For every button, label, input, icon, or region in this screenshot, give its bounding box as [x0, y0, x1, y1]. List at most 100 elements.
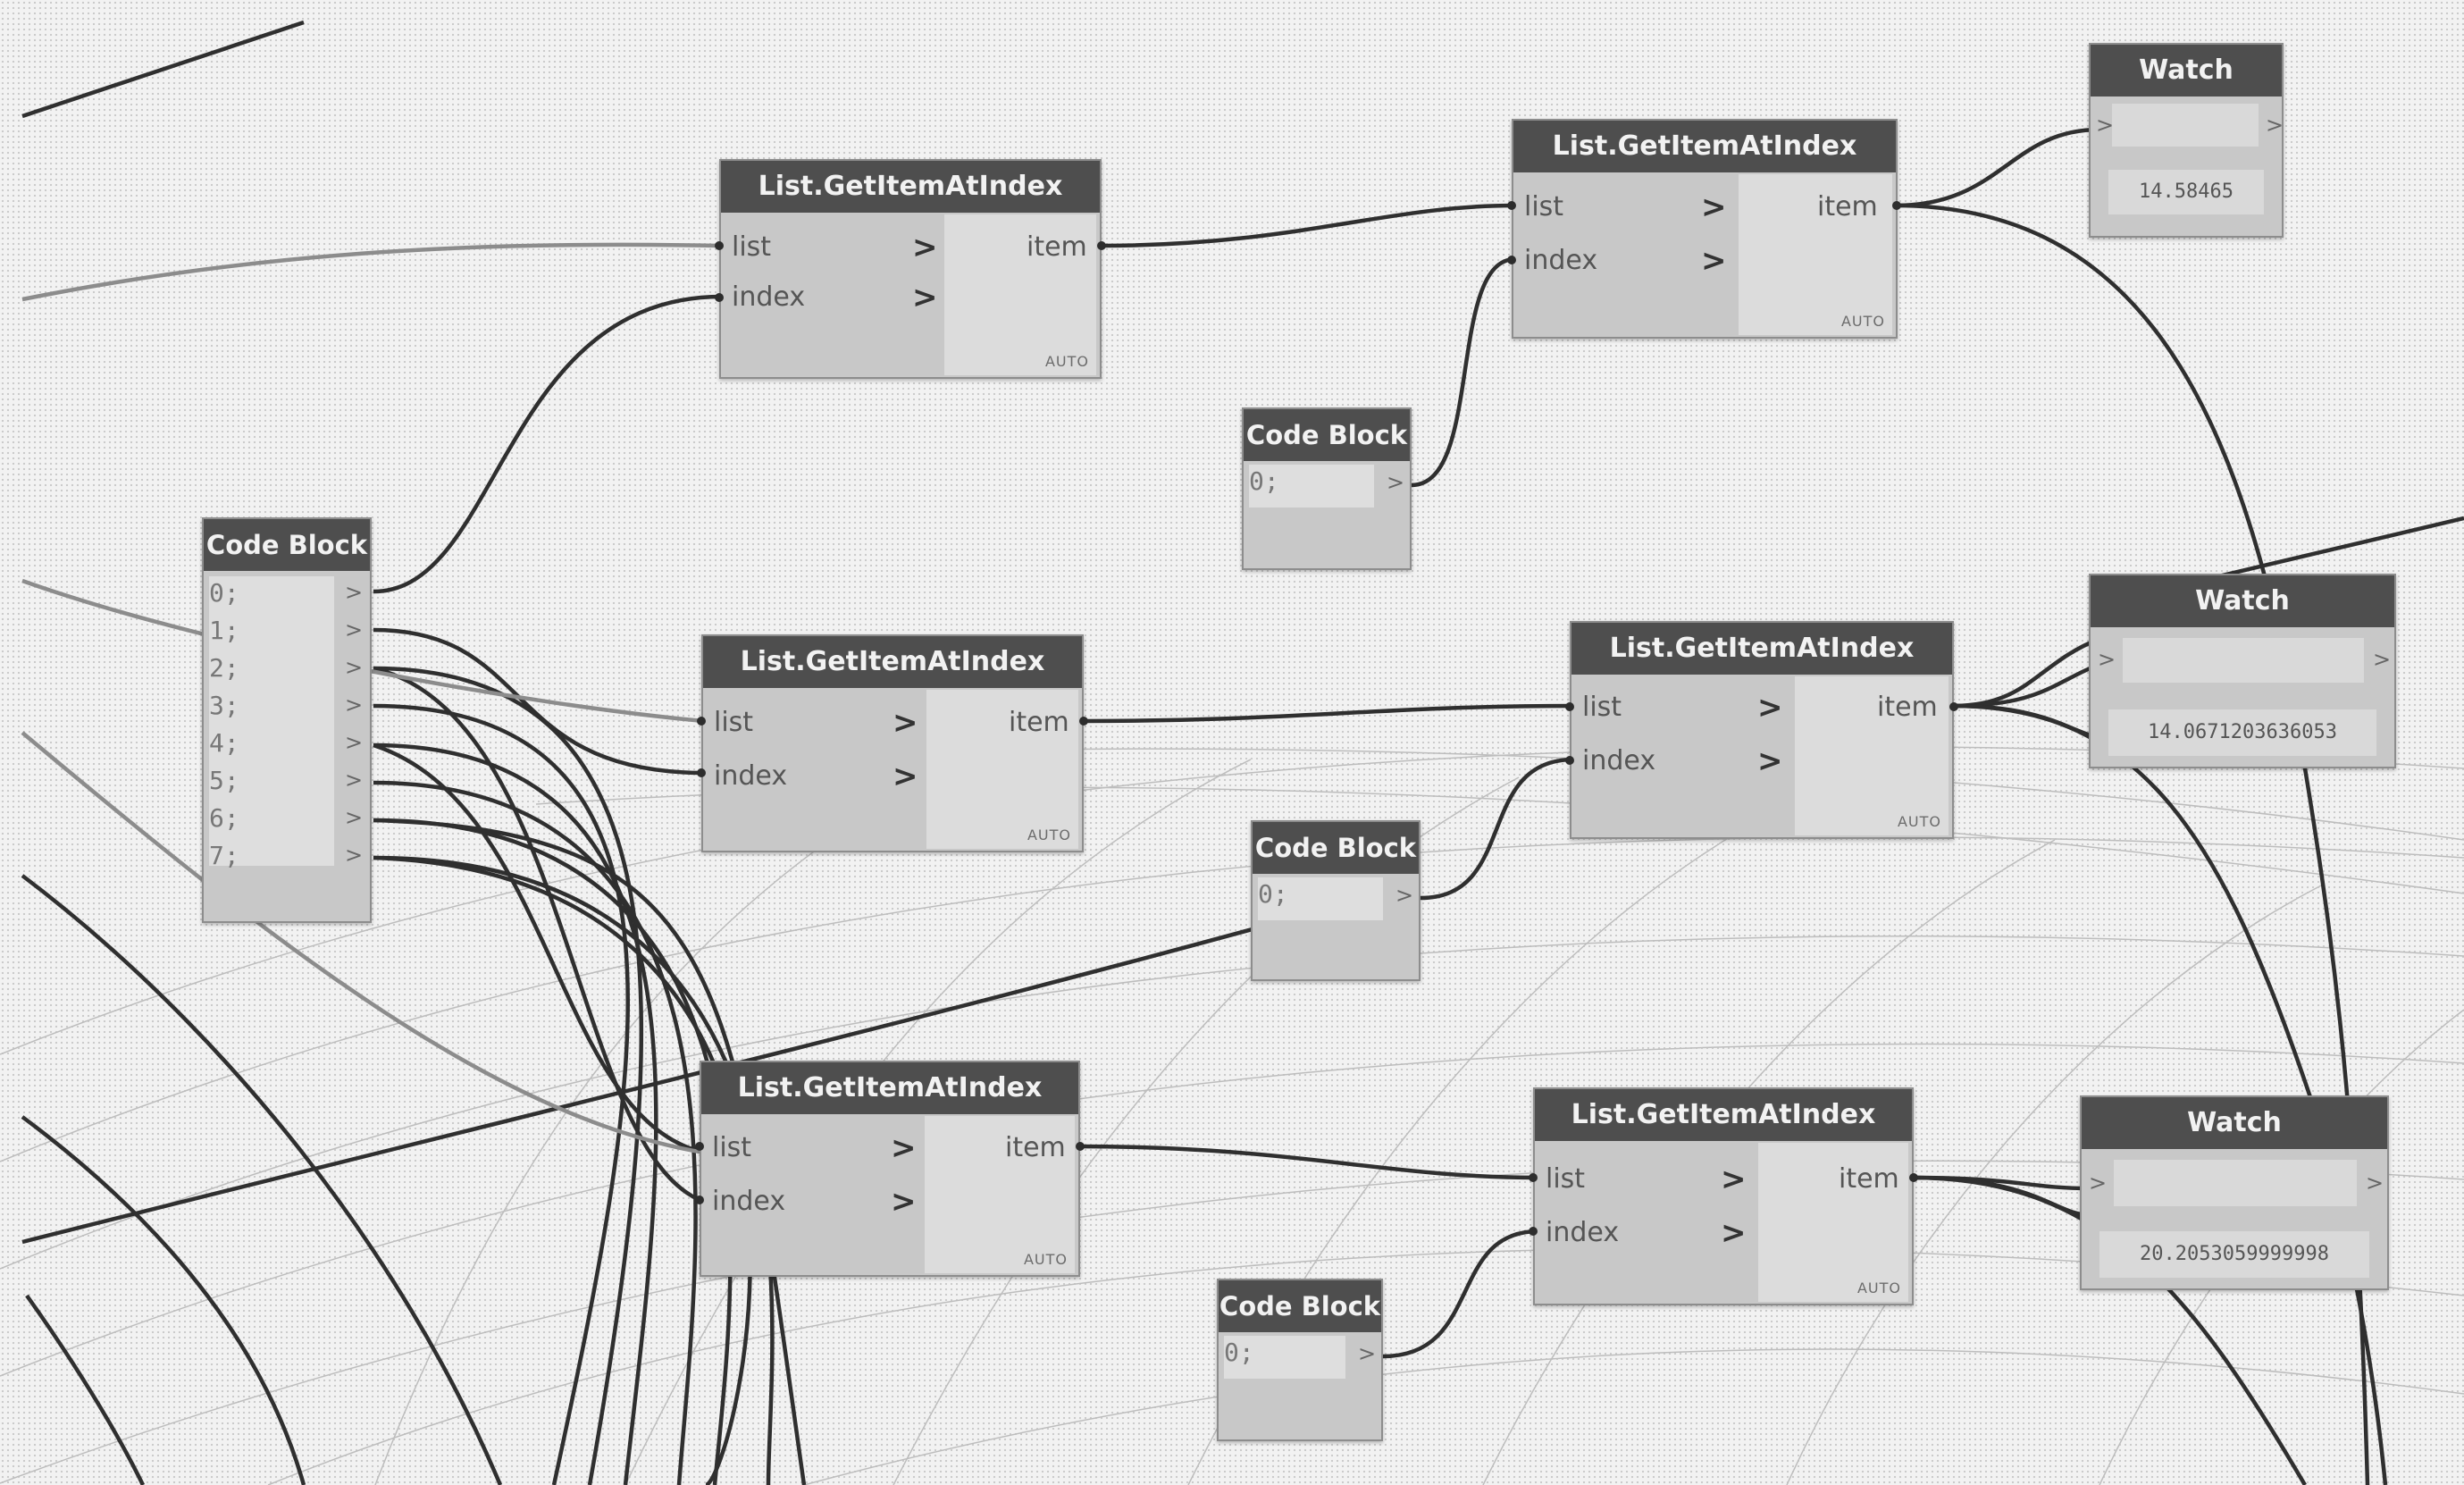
input-port[interactable]: >: [2096, 113, 2115, 138]
watch-node-1[interactable]: Watch > > 14.58465: [2089, 43, 2284, 238]
chevron-right-icon: >: [1757, 690, 1783, 726]
node-title: Watch: [2082, 1097, 2387, 1149]
watch-input: [2114, 1160, 2357, 1206]
input-port[interactable]: >: [2089, 1170, 2108, 1196]
port-dot: [697, 768, 706, 777]
item-port[interactable]: item: [1009, 707, 1069, 738]
output-port[interactable]: >: [345, 805, 364, 830]
port-dot: [715, 241, 724, 250]
get-item-node-6[interactable]: List.GetItemAtIndex list > index > item …: [1533, 1087, 1914, 1305]
output-port[interactable]: >: [345, 580, 364, 605]
get-item-node-4[interactable]: List.GetItemAtIndex list > index > item …: [1570, 621, 1954, 839]
item-port[interactable]: item: [1027, 231, 1087, 263]
list-port[interactable]: list: [1582, 692, 1622, 723]
code-block-4[interactable]: Code Block 0; >: [1217, 1279, 1383, 1441]
get-item-node-1[interactable]: List.GetItemAtIndex list > index > item …: [719, 159, 1102, 379]
chevron-right-icon: >: [1721, 1215, 1747, 1251]
get-item-node-2[interactable]: List.GetItemAtIndex list > index > item …: [1512, 119, 1898, 339]
code-editor[interactable]: [1249, 465, 1374, 508]
output-port[interactable]: >: [2266, 113, 2284, 138]
chevron-right-icon: >: [912, 230, 938, 265]
chevron-right-icon: >: [893, 705, 918, 741]
watch-input: [2112, 104, 2259, 147]
code-line: 0;: [1258, 879, 1288, 909]
output-port[interactable]: >: [345, 692, 364, 717]
chevron-right-icon: >: [1701, 243, 1727, 279]
port-dot: [1079, 717, 1088, 726]
output-area: [925, 1116, 1075, 1273]
item-port[interactable]: item: [1817, 191, 1878, 222]
port-dot: [697, 717, 706, 726]
node-title: Code Block: [1219, 1280, 1381, 1332]
code-line: 0;: [1224, 1338, 1254, 1367]
port-dot: [1949, 702, 1958, 711]
item-port[interactable]: item: [1005, 1132, 1066, 1163]
node-title: Code Block: [204, 519, 370, 571]
watch-value: 14.0671203636053: [2108, 709, 2376, 756]
list-port[interactable]: list: [712, 1132, 752, 1163]
output-port[interactable]: >: [345, 730, 364, 755]
port-dot: [1507, 256, 1516, 264]
lacing-label: AUTO: [1023, 1251, 1068, 1268]
output-area: [926, 690, 1078, 849]
output-area: [1758, 1143, 1908, 1302]
node-title: List.GetItemAtIndex: [1513, 121, 1896, 172]
node-title: Code Block: [1253, 822, 1419, 874]
watch-node-2[interactable]: Watch > > 14.0671203636053: [2089, 574, 2396, 768]
code-line: 2;: [209, 653, 239, 683]
index-port[interactable]: index: [714, 760, 788, 792]
code-line: 4;: [209, 728, 239, 758]
code-line: 5;: [209, 766, 239, 795]
code-block-2[interactable]: Code Block 0; >: [1242, 407, 1412, 570]
port-dot: [1529, 1227, 1538, 1236]
list-port[interactable]: list: [714, 707, 754, 738]
code-editor[interactable]: [1258, 877, 1383, 920]
output-port[interactable]: >: [1387, 470, 1405, 495]
lacing-label: AUTO: [1840, 313, 1885, 330]
watch-node-3[interactable]: Watch > > 20.2053059999998: [2080, 1095, 2389, 1290]
chevron-right-icon: >: [891, 1184, 917, 1220]
item-port[interactable]: item: [1839, 1163, 1899, 1195]
chevron-right-icon: >: [1757, 743, 1783, 779]
get-item-node-3[interactable]: List.GetItemAtIndex list > index > item …: [701, 634, 1084, 852]
code-editor[interactable]: [209, 576, 334, 866]
port-dot: [1529, 1173, 1538, 1182]
lacing-label: AUTO: [1897, 813, 1941, 830]
index-port[interactable]: index: [712, 1186, 786, 1217]
output-port[interactable]: >: [2373, 647, 2392, 672]
index-port[interactable]: index: [1582, 745, 1656, 776]
port-dot: [1892, 201, 1901, 210]
code-block-3[interactable]: Code Block 0; >: [1251, 820, 1421, 981]
index-port[interactable]: index: [1546, 1217, 1620, 1248]
code-line: 0;: [209, 578, 239, 608]
output-port[interactable]: >: [345, 655, 364, 680]
output-port[interactable]: >: [1358, 1341, 1377, 1366]
get-item-node-5[interactable]: List.GetItemAtIndex list > index > item …: [700, 1061, 1080, 1277]
port-dot: [715, 293, 724, 302]
node-title: List.GetItemAtIndex: [701, 1062, 1078, 1114]
lacing-label: AUTO: [1027, 826, 1071, 843]
output-port[interactable]: >: [345, 617, 364, 642]
watch-value: 20.2053059999998: [2099, 1231, 2369, 1278]
node-title: List.GetItemAtIndex: [703, 636, 1082, 688]
output-port[interactable]: >: [1395, 883, 1414, 908]
item-port[interactable]: item: [1877, 692, 1938, 723]
output-port[interactable]: >: [345, 843, 364, 868]
index-port[interactable]: index: [1524, 245, 1598, 276]
input-port[interactable]: >: [2098, 647, 2116, 672]
code-editor[interactable]: [1224, 1336, 1345, 1379]
chevron-right-icon: >: [893, 759, 918, 794]
list-port[interactable]: list: [1546, 1163, 1586, 1195]
port-dot: [695, 1142, 704, 1151]
list-port[interactable]: list: [732, 231, 772, 263]
output-port[interactable]: >: [345, 768, 364, 793]
code-block-main[interactable]: Code Block 0; 1; 2; 3; 4; 5; 6; 7; > > >…: [202, 517, 372, 923]
index-port[interactable]: index: [732, 281, 806, 313]
output-port[interactable]: >: [2366, 1170, 2384, 1196]
output-area: [1795, 676, 1949, 835]
port-dot: [1565, 702, 1574, 711]
list-port[interactable]: list: [1524, 191, 1564, 222]
port-dot: [695, 1196, 704, 1204]
